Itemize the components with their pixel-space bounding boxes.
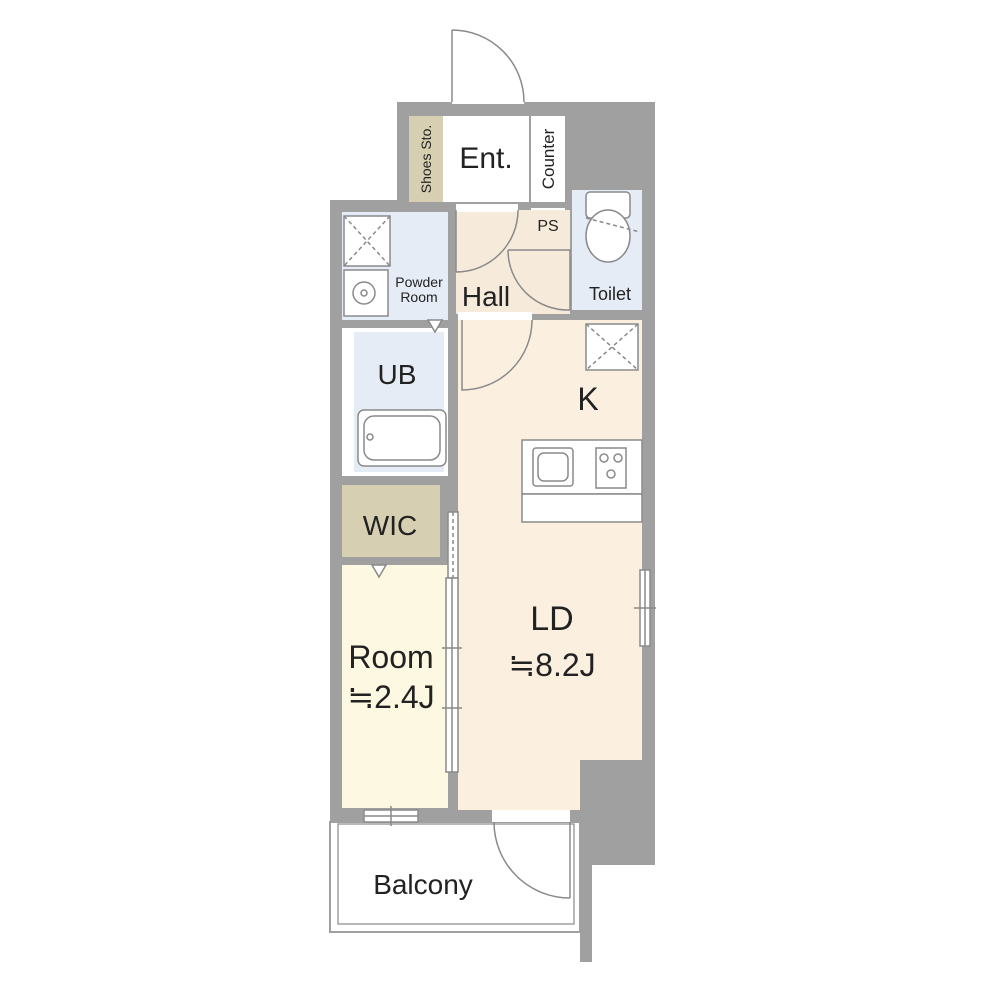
room-size: ≒2.4J	[347, 679, 434, 715]
unit-bath-label: UB	[378, 359, 417, 390]
living-dining-floor	[458, 320, 642, 810]
balcony-door	[492, 810, 571, 899]
counter-label: Counter	[539, 128, 558, 189]
wic-label: WIC	[363, 510, 417, 541]
entrance-door	[451, 29, 525, 104]
living-dining-label: LD	[530, 600, 573, 638]
entrance-floor	[443, 116, 529, 202]
powder-room-label-line2: Room	[400, 289, 437, 305]
powder-room-fixtures	[343, 215, 444, 334]
wic-floor	[342, 485, 440, 557]
shoes-storage	[409, 116, 443, 202]
balcony-rail	[329, 821, 581, 933]
pipe-space-label: PS	[537, 218, 558, 235]
shoes-storage-label: Shoes Sto.	[418, 125, 434, 194]
balcony-floor	[330, 822, 580, 932]
sliding-doors	[363, 511, 656, 826]
entrance-label: Ent.	[459, 142, 512, 175]
living-dining-size: ≒8.2J	[508, 647, 595, 683]
hall-label: Hall	[462, 281, 510, 312]
room-label: Room	[348, 639, 433, 675]
balcony-label: Balcony	[373, 869, 473, 900]
hall-doors	[455, 204, 571, 391]
powder-room-label-line1: Powder	[395, 274, 443, 290]
balcony-inner-rail	[337, 823, 575, 925]
kitchen-label: K	[577, 381, 598, 417]
bathtub	[357, 409, 447, 467]
hall-floor	[456, 210, 570, 314]
toilet-fixture	[585, 191, 641, 263]
counter	[531, 116, 565, 202]
toilet-label: Toilet	[589, 284, 631, 304]
room-floor	[342, 565, 448, 808]
kitchen-fixtures	[521, 323, 643, 523]
